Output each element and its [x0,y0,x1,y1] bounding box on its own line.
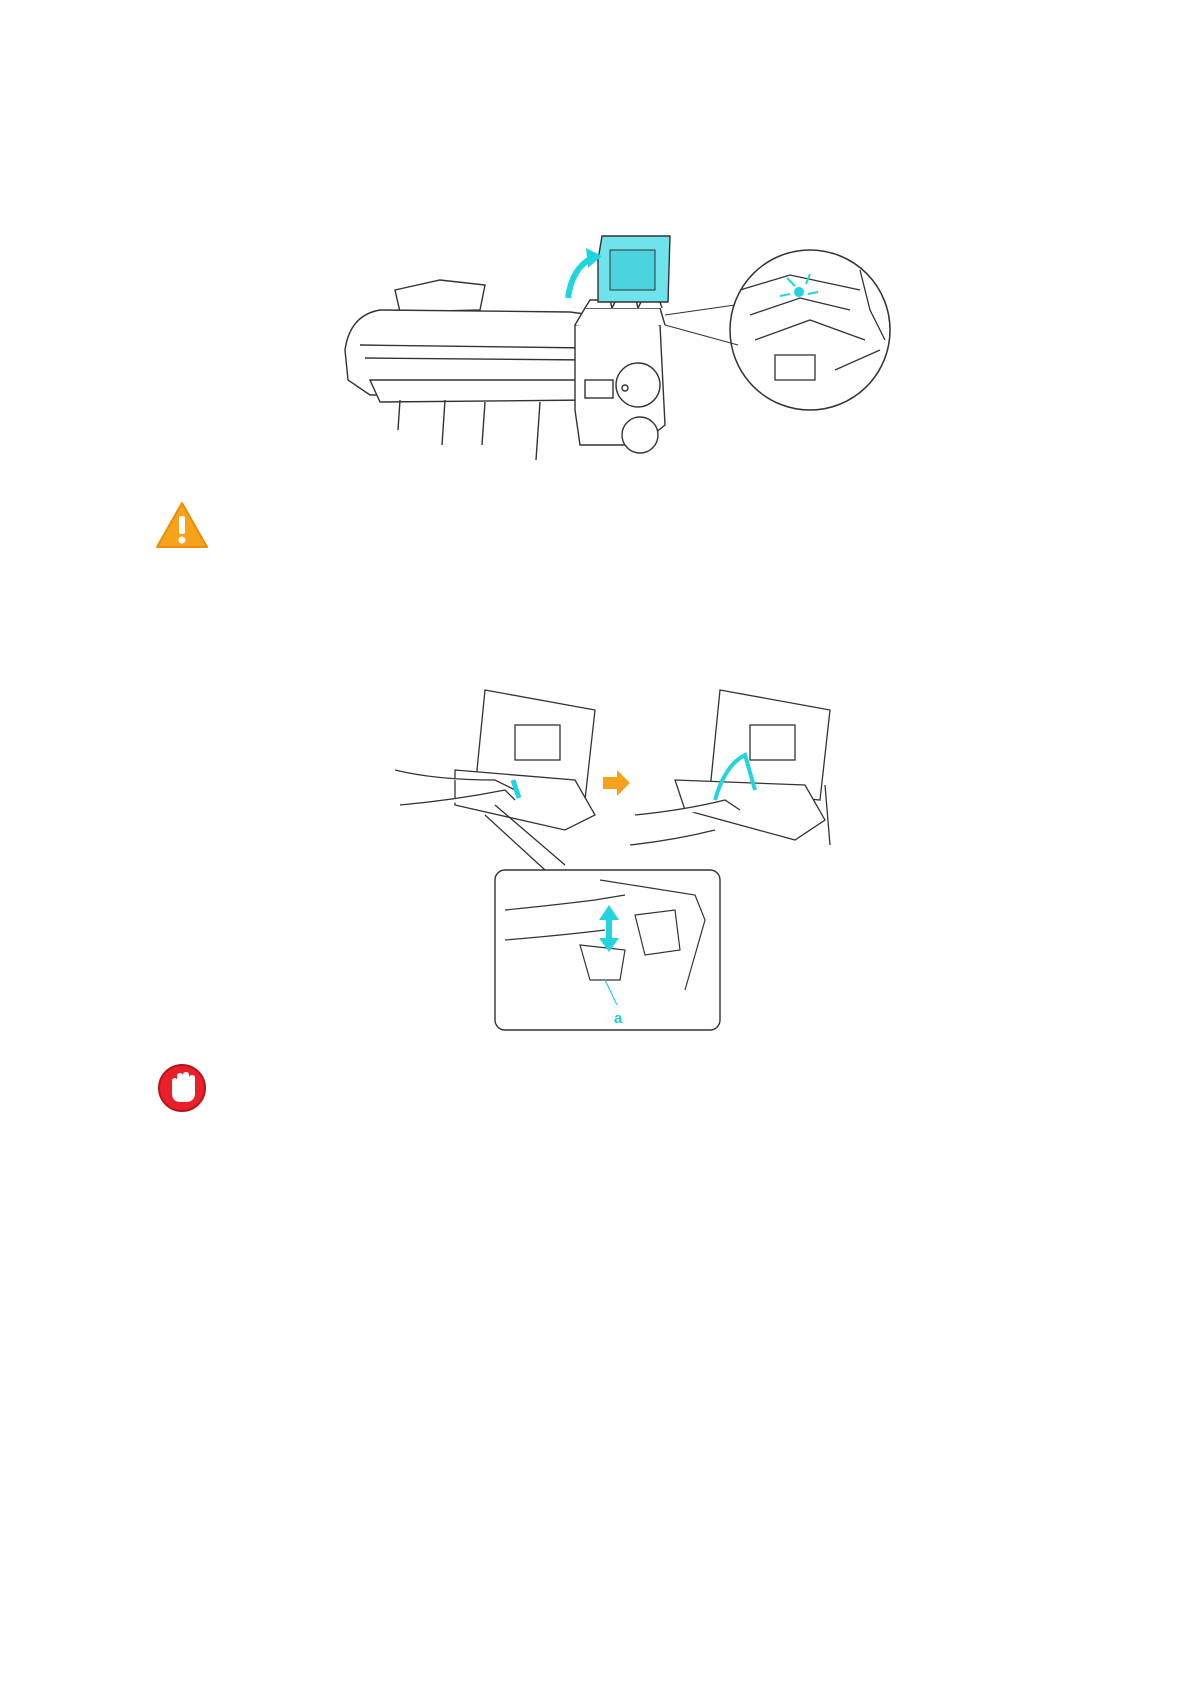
remove-ink-tank-figure: a [395,680,855,1040]
caution-icon [155,500,209,550]
printer-overview-figure [340,230,910,490]
next-step-arrow-icon [603,770,630,796]
printer-ink-tank-cover-open-illustration [340,230,910,490]
important-hand-icon [157,1063,207,1113]
callout-label-a: a [614,1010,623,1027]
ink-tank-lock-lever-illustration: a [395,680,855,1040]
